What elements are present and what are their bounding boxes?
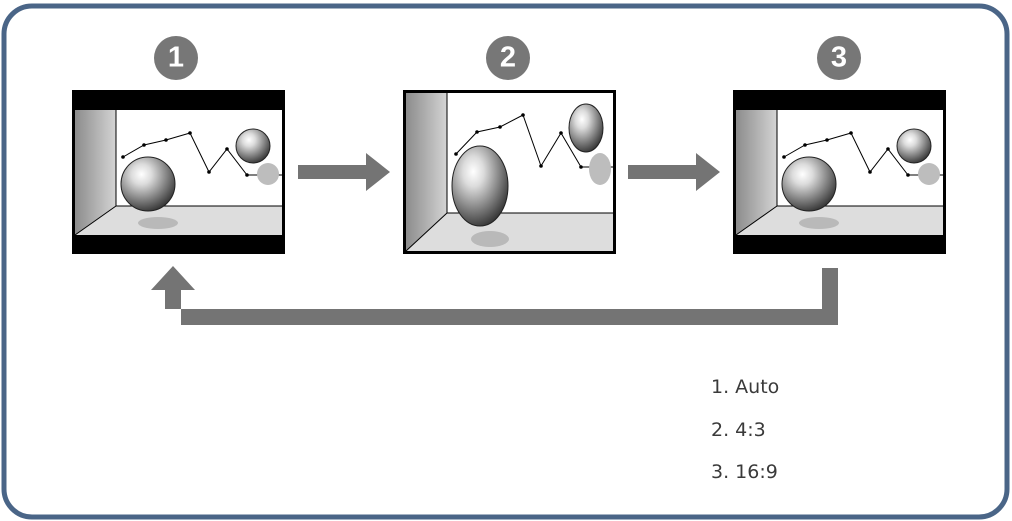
step-badge-1: 1 [154,36,198,80]
arrow-right-icon [628,153,720,191]
step-badge-2: 2 [486,36,530,80]
legend-item-auto: 1. Auto [711,376,780,398]
panel-16-9 [733,90,946,254]
step-number-1: 1 [168,42,184,74]
legend-item-16-9: 3. 16:9 [711,461,778,483]
panel-auto [72,90,285,254]
arrow-right-icon [298,153,390,191]
step-number-2: 2 [500,42,516,74]
panel-4-3 [403,90,616,254]
arrow-return-icon [151,266,838,325]
legend-item-4-3: 2. 4:3 [711,419,766,441]
step-number-3: 3 [831,42,847,74]
outer-frame [1,3,1010,520]
step-badge-3: 3 [817,36,861,80]
